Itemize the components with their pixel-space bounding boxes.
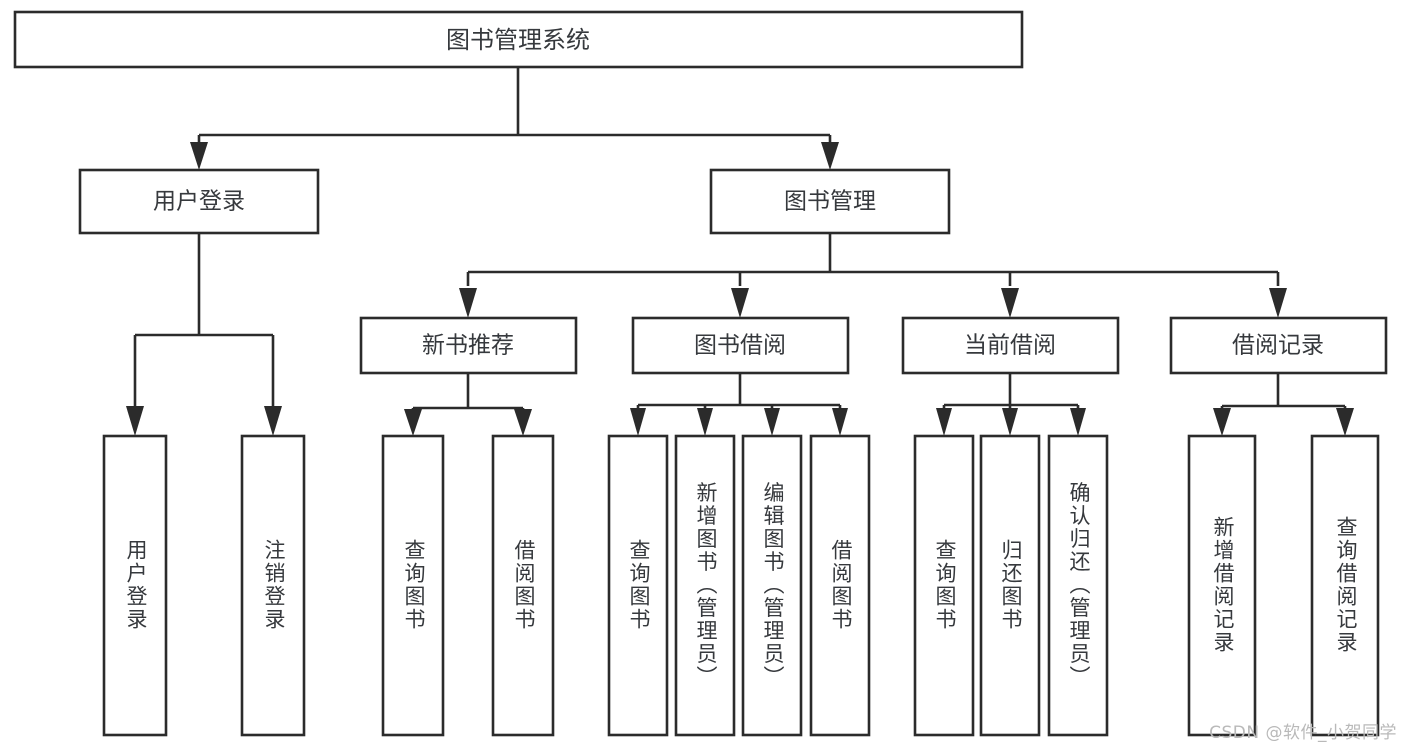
leaf-user-login[interactable]: 用户登录 [102, 434, 168, 737]
arrow-head-leaf-query-book-3 [936, 408, 952, 436]
node-book-manage-label: 图书管理 [784, 189, 876, 215]
arrow-head-current-borrow [1001, 288, 1019, 318]
leaf-query-book-2-label: 查询图书 [627, 539, 651, 631]
node-new-book-recommend[interactable]: 新书推荐 [359, 316, 578, 375]
node-current-borrow-box[interactable] [901, 316, 1120, 375]
leaf-logout-login[interactable]: 注销登录 [240, 434, 306, 737]
leaf-query-record[interactable]: 查询借阅记录 [1310, 434, 1380, 737]
node-new-book-recommend-box[interactable] [359, 316, 578, 375]
leaf-borrow-book-2-box[interactable] [809, 434, 871, 737]
node-book-manage[interactable]: 图书管理 [709, 168, 951, 235]
node-book-borrow-label: 图书借阅 [694, 333, 786, 359]
leaf-return-book[interactable]: 归还图书 [979, 434, 1041, 737]
leaf-borrow-book-1[interactable]: 借阅图书 [491, 434, 555, 737]
node-root-box[interactable] [13, 10, 1024, 69]
arrow-head-user-login [190, 142, 208, 170]
node-borrow-record-label: 借阅记录 [1232, 333, 1324, 359]
node-borrow-record[interactable]: 借阅记录 [1169, 316, 1388, 375]
leaf-confirm-return-label: 确认归还（管理员） [1067, 482, 1091, 689]
leaf-return-book-label: 归还图书 [999, 539, 1023, 631]
arrow-head-leaf-add-record [1213, 408, 1231, 436]
leaf-add-book[interactable]: 新增图书（管理员） [674, 434, 736, 737]
leaf-query-book-2[interactable]: 查询图书 [607, 434, 669, 737]
leaf-confirm-return[interactable]: 确认归还（管理员） [1047, 434, 1109, 737]
leaf-add-book-box[interactable] [674, 434, 736, 737]
node-book-borrow-box[interactable] [631, 316, 850, 375]
leaf-query-book-1-box[interactable] [381, 434, 445, 737]
leaf-edit-book-box[interactable] [741, 434, 803, 737]
leaf-user-login-label: 用户登录 [124, 539, 148, 631]
node-borrow-record-box[interactable] [1169, 316, 1388, 375]
leaf-add-record-box[interactable] [1187, 434, 1257, 737]
leaf-edit-book-label: 编辑图书（管理员） [761, 482, 785, 689]
leaf-confirm-return-box[interactable] [1047, 434, 1109, 737]
leaf-query-book-3-box[interactable] [913, 434, 975, 737]
node-current-borrow[interactable]: 当前借阅 [901, 316, 1120, 375]
arrow-head-borrow-record [1269, 288, 1287, 318]
node-root-label: 图书管理系统 [446, 26, 590, 54]
arrow-head-new-book-recommend [459, 288, 477, 318]
arrow-head-leaf-borrow-book-1 [514, 409, 532, 436]
leaf-query-record-label: 查询借阅记录 [1334, 516, 1358, 654]
arrow-head-leaf-query-book-1 [404, 409, 422, 436]
node-user-login-label: 用户登录 [153, 189, 245, 215]
leaf-query-book-2-box[interactable] [607, 434, 669, 737]
node-user-login-box[interactable] [78, 168, 320, 235]
arrow-head-leaf-return-book [1002, 408, 1018, 436]
arrow-head-leaf-add-book [697, 408, 713, 436]
leaf-logout-login-box[interactable] [240, 434, 306, 737]
leaf-add-record-label: 新增借阅记录 [1211, 516, 1235, 654]
node-user-login[interactable]: 用户登录 [78, 168, 320, 235]
arrow-head-book-borrow [731, 288, 749, 318]
node-root[interactable]: 图书管理系统 [13, 10, 1024, 69]
node-book-manage-box[interactable] [709, 168, 951, 235]
leaf-query-record-box[interactable] [1310, 434, 1380, 737]
arrow-head-leaf-borrow-book-2 [832, 408, 848, 436]
arrow-head-leaf-query-record [1336, 408, 1354, 436]
arrow-head-leaf-logout-login [264, 406, 282, 436]
leaf-user-login-box[interactable] [102, 434, 168, 737]
leaf-logout-login-label: 注销登录 [262, 539, 286, 631]
leaf-query-book-1[interactable]: 查询图书 [381, 434, 445, 737]
connector-layer [126, 67, 1354, 436]
watermark-text: CSDN @软件_小贺同学 [1209, 723, 1397, 743]
leaf-query-book-1-label: 查询图书 [402, 539, 426, 631]
arrow-head-book-manage [821, 142, 839, 170]
node-new-book-recommend-label: 新书推荐 [422, 333, 514, 359]
arrow-head-leaf-confirm-return [1070, 408, 1086, 436]
leaf-return-book-box[interactable] [979, 434, 1041, 737]
arrow-head-leaf-edit-book [764, 408, 780, 436]
leaf-query-book-3[interactable]: 查询图书 [913, 434, 975, 737]
leaf-borrow-book-1-box[interactable] [491, 434, 555, 737]
leaf-borrow-book-2[interactable]: 借阅图书 [809, 434, 871, 737]
leaf-borrow-book-2-label: 借阅图书 [829, 539, 853, 631]
node-book-borrow[interactable]: 图书借阅 [631, 316, 850, 375]
node-current-borrow-label: 当前借阅 [964, 333, 1056, 359]
leaf-edit-book[interactable]: 编辑图书（管理员） [741, 434, 803, 737]
arrow-head-leaf-query-book-2 [630, 408, 646, 436]
leaf-add-book-label: 新增图书（管理员） [694, 482, 718, 689]
arrow-head-leaf-user-login [126, 406, 144, 436]
leaf-add-record[interactable]: 新增借阅记录 [1187, 434, 1257, 737]
leaf-query-book-3-label: 查询图书 [933, 539, 957, 631]
leaf-borrow-book-1-label: 借阅图书 [512, 539, 536, 631]
